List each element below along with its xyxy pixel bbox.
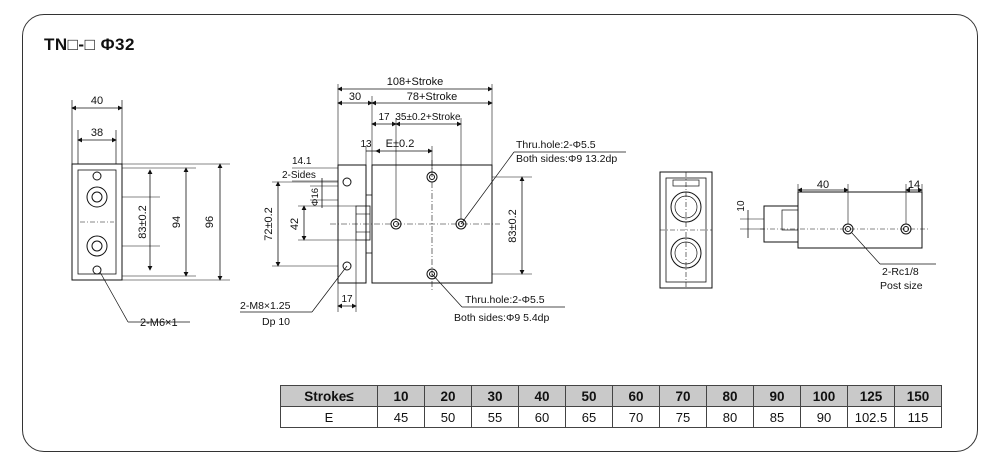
rear-port-size: Post size — [880, 280, 923, 292]
m8-note: 2-M8×1.25 — [240, 300, 291, 312]
side-view — [71, 100, 230, 323]
dim-78-stroke: 78+Stroke — [407, 91, 457, 103]
stroke-cell: 60 — [612, 385, 660, 407]
both-sides-bottom-note: Both sides:Φ9 5.4dp — [454, 312, 550, 324]
dim-72: 72±0.2 — [263, 207, 275, 241]
dim-42: 42 — [289, 218, 301, 230]
stroke-cell: 30 — [471, 385, 519, 407]
stroke-cell: 70 — [659, 385, 707, 407]
main-view — [240, 84, 626, 313]
stroke-table: Stroke≤ 10 20 30 40 50 60 70 80 90 100 1… — [280, 385, 942, 428]
e-value-row: E 45 50 55 60 65 70 75 80 85 90 102.5 11… — [280, 406, 942, 428]
e-value-cell: 90 — [800, 406, 848, 428]
dim-94: 94 — [171, 216, 183, 228]
m8-depth-note: Dp 10 — [262, 316, 290, 328]
dim-rear-40: 40 — [817, 179, 829, 191]
dim-phi-16: Φ16 — [310, 188, 321, 206]
dim-17-bottom: 17 — [341, 294, 353, 305]
thru-hole-bottom — [426, 268, 438, 280]
e-value-cell: 80 — [706, 406, 754, 428]
e-value-cell: 102.5 — [847, 406, 895, 428]
stroke-cell: 20 — [424, 385, 472, 407]
stroke-header-row: Stroke≤ 10 20 30 40 50 60 70 80 90 100 1… — [280, 385, 942, 407]
dim-30: 30 — [349, 91, 361, 103]
e-value-cell: 115 — [894, 406, 942, 428]
thru-hole-bottom-note: Thru.hole:2-Φ5.5 — [465, 294, 545, 306]
dim-38: 38 — [91, 127, 103, 139]
stroke-cell: 40 — [518, 385, 566, 407]
dim-rear-10: 10 — [736, 200, 747, 212]
e-value-cell: 65 — [565, 406, 613, 428]
rear-end-cap — [763, 205, 799, 243]
e-value-cell: 45 — [377, 406, 425, 428]
dim-14-1: 14.1 — [292, 156, 312, 167]
dim-96: 96 — [204, 216, 216, 228]
dim-83-main: 83±0.2 — [507, 209, 519, 243]
dim-108-stroke: 108+Stroke — [387, 76, 444, 88]
e-value-cell: 70 — [612, 406, 660, 428]
stroke-cell: 50 — [565, 385, 613, 407]
dim-40: 40 — [91, 95, 103, 107]
e-value-cell: 55 — [471, 406, 519, 428]
stroke-cell: 10 — [377, 385, 425, 407]
dim-rear-14: 14 — [908, 179, 920, 191]
dim-35-stroke: 35±0.2+Stroke — [395, 112, 461, 123]
stroke-cell: 90 — [753, 385, 801, 407]
both-sides-top-note: Both sides:Φ9 13.2dp — [516, 153, 617, 165]
dim-13: 13 — [360, 139, 372, 150]
e-value-cell: 75 — [659, 406, 707, 428]
drawing-frame — [22, 14, 978, 452]
drawing-title: TN□-□ Φ32 — [44, 35, 135, 54]
thread-note-m6: 2-M6×1 — [140, 317, 178, 329]
e-value-cell: 60 — [518, 406, 566, 428]
e-value-cell: 85 — [753, 406, 801, 428]
stroke-cell: 80 — [706, 385, 754, 407]
rear-view — [740, 184, 936, 265]
stroke-header-label: Stroke≤ — [280, 385, 378, 407]
dim-e: E±0.2 — [386, 138, 415, 150]
stroke-cell: 125 — [847, 385, 895, 407]
side-view-body — [71, 163, 123, 281]
rear-view-body — [797, 191, 923, 249]
side-port-bottom — [86, 235, 108, 257]
label-2-sides: 2-Sides — [282, 170, 316, 181]
rear-port-note: 2-Rc1/8 — [882, 266, 919, 278]
e-row-label: E — [280, 406, 378, 428]
stroke-cell: 150 — [894, 385, 942, 407]
thru-hole-top-note: Thru.hole:2-Φ5.5 — [516, 139, 596, 151]
stroke-cell: 100 — [800, 385, 848, 407]
dim-17-top: 17 — [378, 112, 390, 123]
dim-83-side: 83±0.2 — [137, 205, 149, 239]
side-port-top — [86, 186, 108, 208]
e-value-cell: 50 — [424, 406, 472, 428]
front-view — [659, 171, 713, 289]
front-bore-bottom — [670, 237, 702, 269]
